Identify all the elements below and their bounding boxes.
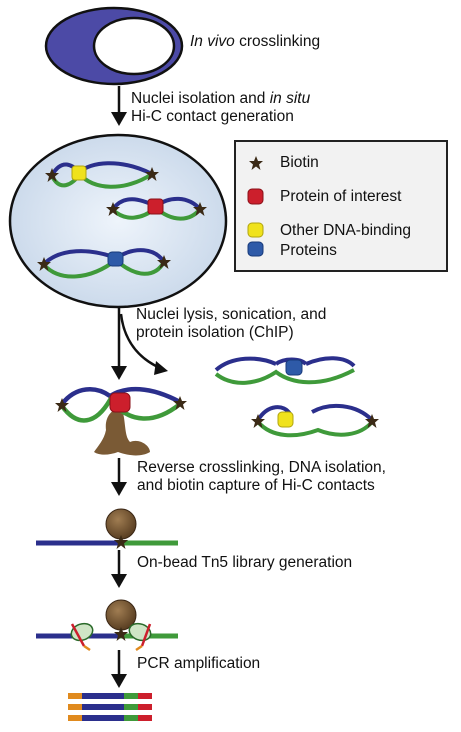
step-3-label: Nuclei lysis, sonication, and protein is… [136,306,326,342]
yellow-blue-protein-icon [247,222,264,257]
tn5-bead-icon [36,599,178,652]
legend-protein-of-interest-label: Protein of interest [280,188,402,205]
arrow-2-icon [111,308,168,380]
step-6-label: PCR amplification [137,655,261,672]
step-2-label: Nuclei isolation and in situ Hi-C contac… [131,90,310,126]
bead-capture-icon [36,508,178,549]
step-1-text: crosslinking [234,33,321,50]
pcr-library-icon [68,693,152,721]
nucleus-icon [8,133,228,309]
step-1-label: In vivo crosslinking [190,33,320,51]
step-4-label: Reverse crosslinking, DNA isolation, and… [137,459,386,495]
red-protein-icon [247,188,264,205]
legend-other-line2: Proteins [280,242,337,259]
legend-other-line1: Other DNA-binding [280,222,411,239]
step-2-line1: Nuclei isolation and [131,90,270,107]
arrow-4-icon [111,550,127,588]
step-2-line2: Hi-C contact generation [131,108,294,125]
biotin-star-icon [249,156,263,170]
arrow-5-icon [111,650,127,688]
step-4-line2: and biotin capture of Hi-C contacts [137,477,375,494]
step-4-line1: Reverse crosslinking, DNA isolation, [137,459,386,476]
step-5-label: On-bead Tn5 library generation [137,554,353,571]
arrow-3-icon [111,458,127,496]
cell-icon [44,6,184,86]
chip-complex-icon [55,386,187,456]
step-1-italic: In vivo [190,33,235,50]
unbound-loops-icon [214,356,379,438]
step-3-line1: Nuclei lysis, sonication, and [136,306,327,323]
legend-box: Biotin Protein of interest Other DNA-bin… [234,140,448,272]
step-3-line2: protein isolation (ChIP) [136,324,294,341]
step-2-italic: in situ [269,90,311,107]
arrow-1-icon [111,86,127,126]
legend-biotin-label: Biotin [280,154,319,171]
